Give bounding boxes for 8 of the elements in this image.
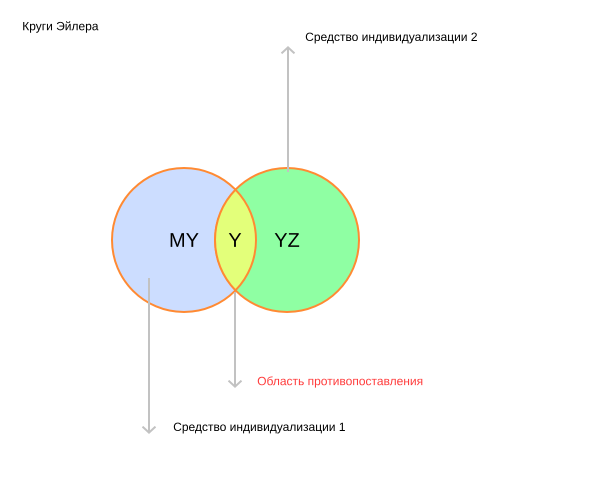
arrow: [228, 292, 242, 388]
arrow: [280, 46, 296, 172]
callout-label: Область противопоставления: [258, 376, 422, 388]
callout-label: Средство индивидуализации 2: [306, 32, 477, 44]
diagram-title: Круги Эйлера: [23, 21, 98, 33]
callout-label: Средство индивидуализации 1: [174, 422, 345, 434]
arrow: [142, 278, 156, 434]
intersection-area: Y: [214, 188, 257, 292]
